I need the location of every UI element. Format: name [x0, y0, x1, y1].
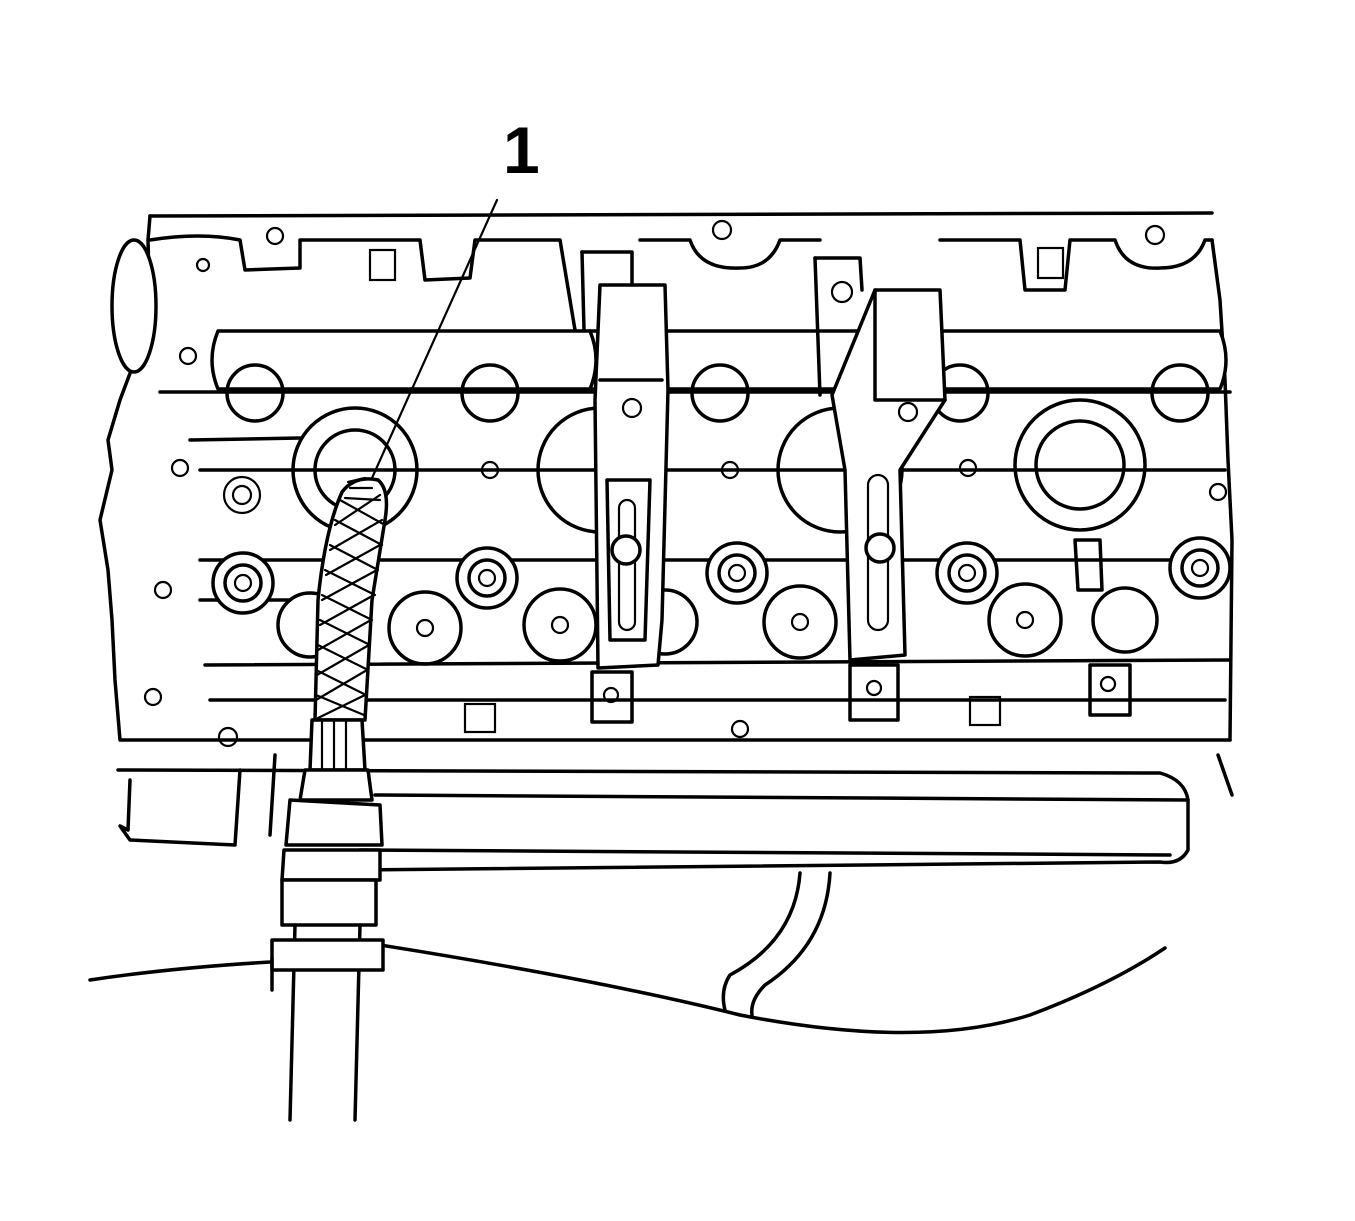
manifold-rail — [116, 753, 1234, 872]
camshaft-locking-bar — [210, 329, 1228, 391]
end-cap — [110, 238, 158, 374]
locking-tool-bracket-2 — [813, 256, 947, 662]
callout-label: 1 — [503, 113, 540, 187]
locking-tool-bracket-1 — [580, 250, 670, 670]
engine-block-outline — [88, 943, 1167, 1035]
temperature-sensor-probe — [270, 476, 389, 1122]
cylinder-head-bolts — [211, 536, 1232, 615]
mounting-holes — [143, 219, 1228, 748]
callout-1: 1 — [370, 113, 540, 480]
lower-tabs — [368, 246, 1132, 734]
wiring-harness — [721, 871, 832, 1017]
callout-leader-line — [370, 198, 499, 480]
